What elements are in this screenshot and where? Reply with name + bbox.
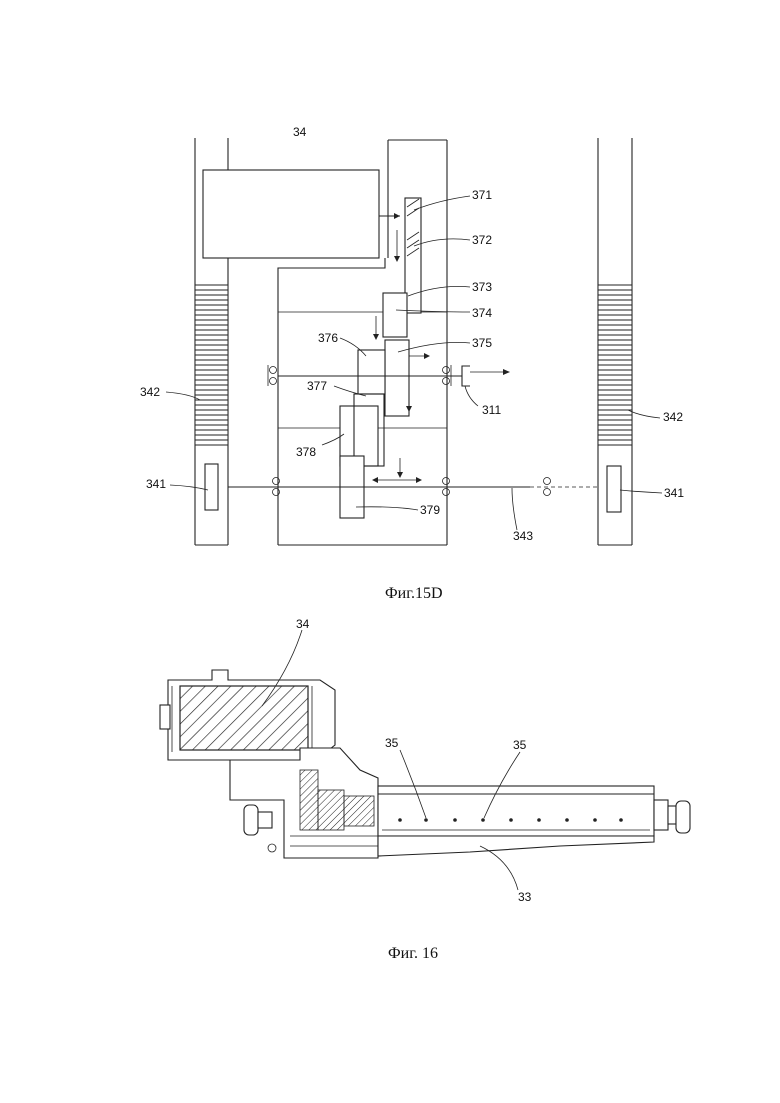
label-373: 373: [472, 280, 492, 294]
left-rack-teeth: [195, 285, 228, 445]
right-slider-341: [607, 466, 621, 512]
label-375: 375: [472, 336, 492, 350]
figure-16: 34 35 35 33 Фиг. 16: [160, 617, 690, 962]
label-342-left: 342: [140, 385, 160, 399]
left-slider-341: [205, 464, 218, 510]
label-343: 343: [513, 529, 533, 543]
label-371: 371: [472, 188, 492, 202]
motor-box-34: [203, 170, 379, 258]
roller-assembly-33: [378, 786, 668, 856]
label-378: 378: [296, 445, 316, 459]
label-376: 376: [318, 331, 338, 345]
right-knob: [668, 801, 690, 833]
right-rail-342: [598, 138, 632, 545]
label-341-right: 341: [664, 486, 684, 500]
gear-376: [358, 350, 385, 394]
caption-fig-16: Фиг. 16: [388, 945, 438, 962]
label-311: 311: [482, 403, 501, 417]
gear-373-374: [383, 293, 407, 337]
right-rack-teeth: [598, 285, 632, 445]
label-377: 377: [307, 379, 327, 393]
label-35-left: 35: [385, 736, 399, 750]
motor-housing-34: [160, 670, 335, 760]
label-374: 374: [472, 306, 492, 320]
caption-fig-15d: Фиг.15D: [385, 585, 443, 602]
label-372: 372: [472, 233, 492, 247]
label-34-fig16: 34: [296, 617, 310, 631]
gearbox-section: [230, 748, 378, 858]
gear-375: [385, 340, 409, 416]
left-knob: [244, 805, 272, 835]
label-34: 34: [293, 125, 307, 139]
label-341-left: 341: [146, 477, 166, 491]
label-33: 33: [518, 890, 532, 904]
label-342-right: 342: [663, 410, 683, 424]
label-35-right: 35: [513, 738, 527, 752]
figure-15d: 34 371 372 373 374 375 376 377 378 379 3…: [140, 125, 684, 602]
label-379: 379: [420, 503, 440, 517]
